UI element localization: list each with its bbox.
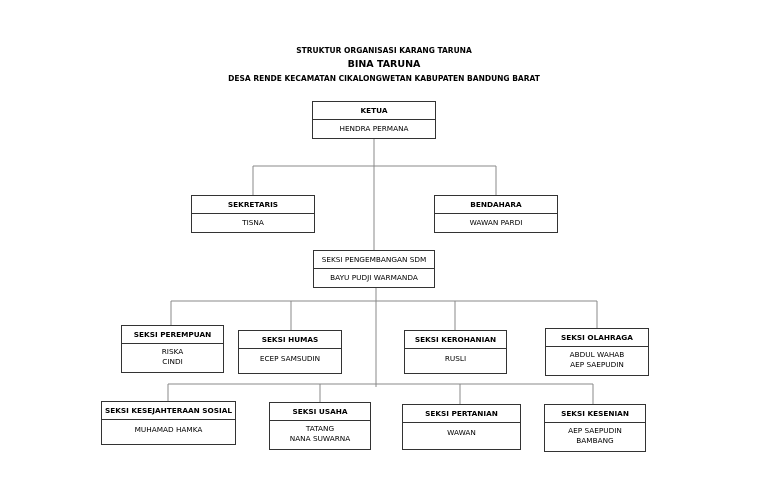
node-name: NANA SUWARNA	[289, 434, 351, 443]
node-seksi-kesenian: SEKSI KESENIAN AEP SAEPUDIN BAMBANG	[544, 404, 646, 452]
node-seksi-sdm: SEKSI PENGEMBANGAN SDM BAYU PUDJI WARMAN…	[313, 250, 435, 288]
chart-title-organization: BINA TARUNA	[347, 59, 421, 70]
node-title: SEKSI PEREMPUAN	[122, 326, 223, 344]
node-name: TISNA	[242, 218, 264, 227]
node-title: SEKSI KEROHANIAN	[405, 331, 506, 349]
node-title: SEKSI KESEJAHTERAAN SOSIAL	[102, 402, 235, 420]
node-title: SEKRETARIS	[192, 196, 314, 214]
node-title: SEKSI PENGEMBANGAN SDM	[314, 251, 434, 269]
node-name: MUHAMAD HAMKA	[134, 425, 203, 434]
node-name: ABDUL WAHAB	[569, 350, 625, 359]
node-seksi-pertanian: SEKSI PERTANIAN WAWAN	[402, 404, 521, 450]
node-name: CINDI	[162, 357, 183, 366]
chart-title-line-1: STRUKTUR ORGANISASI KARANG TARUNA	[296, 46, 472, 55]
node-name: HENDRA PERMANA	[339, 124, 409, 133]
node-title: SEKSI USAHA	[270, 403, 370, 421]
node-seksi-perempuan: SEKSI PEREMPUAN RISKA CINDI	[121, 325, 224, 373]
node-seksi-kesejahteraan-sosial: SEKSI KESEJAHTERAAN SOSIAL MUHAMAD HAMKA	[101, 401, 236, 445]
node-title: SEKSI PERTANIAN	[403, 405, 520, 423]
node-seksi-humas: SEKSI HUMAS ECEP SAMSUDIN	[238, 330, 342, 374]
node-name: WAWAN PARDI	[469, 218, 523, 227]
node-seksi-kerohanian: SEKSI KEROHANIAN RUSLI	[404, 330, 507, 374]
node-title: SEKSI KESENIAN	[545, 405, 645, 423]
node-name: RUSLI	[444, 354, 467, 363]
node-name: ECEP SAMSUDIN	[259, 354, 321, 363]
node-title: KETUA	[313, 102, 435, 120]
node-title: BENDAHARA	[435, 196, 557, 214]
node-name: TATANG	[305, 424, 335, 433]
node-seksi-usaha: SEKSI USAHA TATANG NANA SUWARNA	[269, 402, 371, 450]
node-name: AEP SAEPUDIN	[570, 360, 624, 369]
node-name: WAWAN	[447, 428, 476, 437]
node-name: BAMBANG	[576, 436, 614, 445]
node-title: SEKSI OLAHRAGA	[546, 329, 648, 347]
node-name: AEP SAEPUDIN	[568, 426, 622, 435]
node-title: SEKSI HUMAS	[239, 331, 341, 349]
node-name: RISKA	[161, 347, 184, 356]
node-seksi-olahraga: SEKSI OLAHRAGA ABDUL WAHAB AEP SAEPUDIN	[545, 328, 649, 376]
node-ketua: KETUA HENDRA PERMANA	[312, 101, 436, 139]
node-sekretaris: SEKRETARIS TISNA	[191, 195, 315, 233]
node-name: BAYU PUDJI WARMANDA	[330, 273, 418, 282]
node-bendahara: BENDAHARA WAWAN PARDI	[434, 195, 558, 233]
chart-title-location: DESA RENDE KECAMATAN CIKALONGWETAN KABUP…	[228, 74, 540, 83]
